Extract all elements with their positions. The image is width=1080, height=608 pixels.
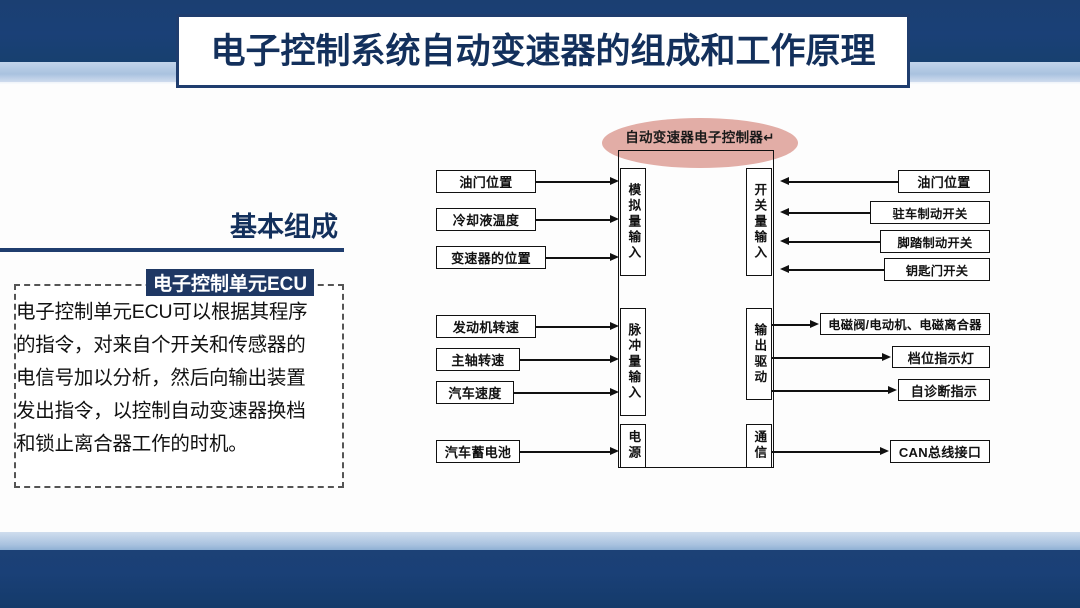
arrowhead-left-icon [780, 237, 789, 245]
arrowhead-right-icon [610, 177, 619, 185]
switch-source-box: 驻车制动开关 [870, 201, 990, 224]
bottom-dark-band [0, 550, 1080, 608]
page-title: 电子控制系统自动变速器的组成和工作原理 [210, 31, 876, 71]
arrowhead-right-icon [610, 215, 619, 223]
analog-source-box: 变速器的位置 [436, 246, 546, 269]
power-source-box: 汽车蓄电池 [436, 440, 520, 463]
connector-line [536, 181, 612, 183]
connector-line [789, 269, 884, 271]
connector-line [536, 219, 612, 221]
ecu-shell [618, 150, 774, 468]
connector-line [772, 357, 882, 359]
title-box: 电子控制系统自动变速器的组成和工作原理 [176, 14, 910, 88]
switch-source-box: 油门位置 [898, 170, 990, 193]
heading-divider [0, 248, 344, 252]
arrowhead-left-icon [780, 177, 789, 185]
connector-line [514, 392, 612, 394]
ecu-description-text: 电子控制单元ECU可以根据其程序 的指令，对来自个开关和传感器的 电信号加以分析… [16, 296, 342, 461]
connector-line [546, 257, 612, 259]
arrowhead-right-icon [810, 320, 819, 328]
ecu-description-panel [14, 284, 344, 488]
pulse-source-box: 主轴转速 [436, 348, 520, 371]
arrowhead-right-icon [882, 353, 891, 361]
arrowhead-right-icon [888, 386, 897, 394]
port-switch-input: 开关量输入 [746, 168, 772, 276]
port-analog-input: 模拟量输入 [620, 168, 646, 276]
analog-source-box: 冷却液温度 [436, 208, 536, 231]
switch-source-box: 钥匙门开关 [884, 258, 990, 281]
connector-line [789, 181, 898, 183]
output-target-box: 电磁阀/电动机、电磁离合器 [820, 313, 990, 335]
arrowhead-left-icon [780, 265, 789, 273]
bottom-light-band [0, 532, 1080, 550]
arrowhead-right-icon [880, 447, 889, 455]
analog-source-box: 油门位置 [436, 170, 536, 193]
ecu-text-line: 的指令，对来自个开关和传感器的 [16, 334, 306, 356]
arrowhead-left-icon [780, 208, 789, 216]
ecu-text-line: 和锁止离合器工作的时机。 [16, 433, 248, 455]
port-pulse-input: 脉冲量输入 [620, 308, 646, 416]
connector-line [536, 326, 612, 328]
arrowhead-right-icon [610, 355, 619, 363]
arrowhead-right-icon [610, 253, 619, 261]
output-target-box: 档位指示灯 [892, 346, 990, 368]
pulse-source-box: 发动机转速 [436, 315, 536, 338]
ecu-text-line: 发出指令，以控制自动变速器换档 [16, 400, 306, 422]
port-communication: 通信 [746, 424, 772, 468]
connector-line [772, 324, 810, 326]
connector-line [789, 241, 880, 243]
port-output-drive: 输出驱动 [746, 308, 772, 400]
ecu-badge-label: 电子控制单元ECU [146, 269, 315, 296]
switch-source-box: 脚踏制动开关 [880, 230, 990, 253]
connector-line [772, 451, 880, 453]
connector-line [772, 390, 888, 392]
ecu-text-line: 电信号加以分析，然后向输出装置 [16, 367, 306, 389]
connector-line [520, 359, 612, 361]
arrowhead-right-icon [610, 447, 619, 455]
comm-target-box: CAN总线接口 [890, 440, 990, 463]
ecu-title-label: 自动变速器电子控制器↵ [625, 130, 775, 145]
ecu-text-line: 电子控制单元ECU可以根据其程序 [16, 301, 308, 323]
output-target-box: 自诊断指示 [898, 379, 990, 401]
port-power: 电源 [620, 424, 646, 468]
ecu-title-ellipse: 自动变速器电子控制器↵ [602, 118, 798, 168]
connector-line [520, 451, 612, 453]
section-heading: 基本组成 [230, 212, 338, 242]
arrowhead-right-icon [610, 388, 619, 396]
pulse-source-box: 汽车速度 [436, 381, 514, 404]
connector-line [789, 212, 870, 214]
arrowhead-right-icon [610, 322, 619, 330]
